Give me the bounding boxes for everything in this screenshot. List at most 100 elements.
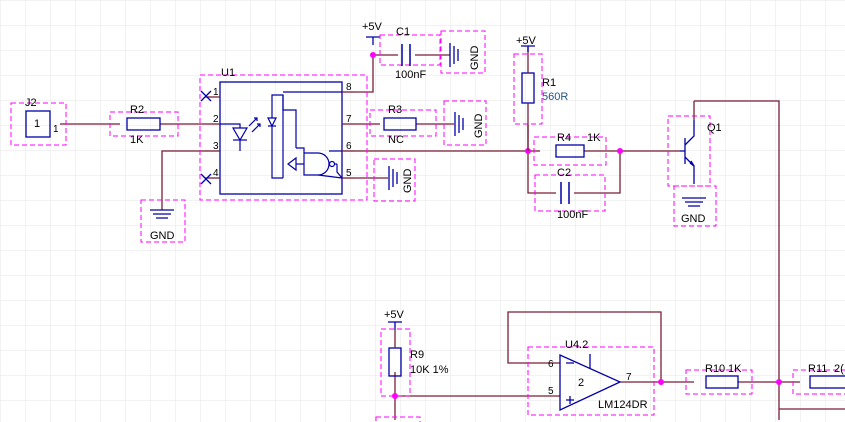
q1-transistor[interactable]: Q1	[667, 101, 722, 187]
gnd-c1-label: GND	[469, 46, 481, 71]
gnd-j2-symbol	[150, 209, 174, 219]
r4-ref: R4	[557, 132, 571, 144]
u1-optocoupler[interactable]: U1 1 2 3 4 8 7 6 5	[199, 67, 368, 201]
pwr-r9[interactable]: +5V	[384, 309, 405, 330]
r2-resistor[interactable]: R2 1K	[109, 104, 179, 146]
j2-connector[interactable]: J2 1 1	[10, 97, 67, 146]
junction-u4-out	[658, 379, 664, 385]
u1-pin8: 8	[346, 82, 352, 93]
gnd-r3[interactable]: GND	[443, 100, 487, 146]
u4-selection-box	[527, 346, 655, 416]
gnd-c1[interactable]: GND	[440, 30, 486, 74]
gnd-j2[interactable]: GND	[140, 199, 186, 243]
gnd-q1-label: GND	[681, 213, 706, 225]
wire-u1p8-pwr[interactable]	[355, 55, 374, 93]
gnd-u1[interactable]: GND	[373, 158, 416, 202]
pwr-r1[interactable]: +5V	[516, 35, 537, 52]
r10-body	[705, 375, 739, 389]
r4-selection-box	[533, 136, 607, 166]
gnd-c1-symbol	[449, 43, 459, 67]
j2-body	[25, 110, 51, 138]
pwr-c1-symbol	[366, 36, 380, 45]
u1-pin4: 4	[213, 168, 219, 179]
r11-body	[809, 375, 845, 389]
c1-capacitor[interactable]: C1 100nF	[379, 26, 441, 81]
u1-internal	[220, 91, 343, 179]
r11-selection-box	[792, 369, 845, 395]
r3-value: NC	[388, 134, 404, 146]
u4-pin7: 7	[626, 372, 632, 383]
j2-pin-out: 1	[53, 124, 59, 135]
u1-pin1: 1	[213, 87, 219, 98]
r2-value: 1K	[130, 134, 144, 146]
r3-body	[383, 117, 417, 131]
r3-resistor[interactable]: R3 NC	[369, 104, 437, 146]
u1-pin2: 2	[213, 114, 219, 125]
wire-u1p3-gnd[interactable]	[161, 150, 205, 210]
u4-triangle	[559, 353, 622, 412]
u4-polarity-marks	[566, 362, 574, 404]
c1-ref: C1	[396, 26, 410, 38]
u1-pin5: 5	[346, 168, 352, 179]
r4-resistor[interactable]: R4 1K	[533, 132, 607, 166]
junction-r4-right	[617, 148, 623, 154]
r4-body	[555, 144, 585, 158]
c2-value: 100nF	[557, 209, 588, 221]
u1-body	[219, 81, 343, 195]
u1-selection-box	[199, 74, 368, 201]
r11-value: 2(	[834, 363, 844, 375]
gnd-u1-label: GND	[402, 169, 414, 194]
r4-value: 1K	[587, 132, 601, 144]
r11-ref: R11	[808, 363, 827, 375]
r10-value: 1K	[728, 363, 742, 375]
u4-pin6: 6	[548, 359, 554, 370]
u4-pin5: 5	[548, 386, 554, 397]
c2-capacitor[interactable]: C2 100nF	[534, 167, 606, 221]
u4-opamp[interactable]: U4.2 2 6 5 7 LM124DR	[527, 339, 655, 416]
junction-r9	[392, 393, 398, 399]
wire-q1-collector[interactable]	[694, 100, 780, 420]
j2-ref: J2	[25, 97, 37, 109]
gnd-u1-symbol	[388, 166, 398, 190]
j2-pin-number: 1	[34, 118, 40, 130]
c1-plates	[401, 44, 411, 66]
q1-ref: Q1	[707, 122, 722, 134]
gnd-q1[interactable]: GND	[673, 185, 717, 227]
gnd-u1-selection-box	[373, 158, 416, 202]
junction-c1	[370, 52, 376, 58]
pwr-r1-label: +5V	[516, 35, 537, 47]
wire-u4-feedback[interactable]	[507, 311, 662, 382]
r2-body	[126, 117, 161, 131]
r1-resistor[interactable]: R1 560R	[513, 53, 568, 125]
c2-selection-box	[534, 174, 606, 212]
pwr-r9-symbol	[388, 321, 402, 330]
c2-plates	[560, 182, 570, 204]
u1-pin3: 3	[213, 141, 219, 152]
r10-ref: R10	[705, 363, 725, 375]
r9-resistor[interactable]: R9 10K 1%	[380, 328, 449, 397]
u4-part: LM124DR	[598, 399, 648, 411]
r9-ref: R9	[410, 349, 424, 361]
c2-ref: C2	[557, 167, 571, 179]
r11-resistor[interactable]: R11 2(	[792, 363, 845, 395]
pwr-c1[interactable]: +5V	[362, 21, 383, 45]
wire-c2-right[interactable]	[574, 151, 621, 194]
pwr-r9-label: +5V	[384, 309, 405, 321]
j2-selection-box	[10, 102, 67, 146]
r3-selection-box	[369, 109, 437, 137]
gnd-q1-symbol	[682, 197, 706, 207]
u4-ref: U4.2	[565, 339, 588, 351]
gnd-r3-label: GND	[473, 114, 485, 139]
pwr-c1-label: +5V	[362, 21, 383, 33]
r1-value: 560R	[542, 91, 568, 103]
r2-selection-box	[109, 111, 179, 137]
gnd-j2-label: GND	[150, 230, 175, 242]
u1-pin7: 7	[346, 114, 352, 125]
r10-resistor[interactable]: R10 1K	[685, 363, 753, 395]
gnd-q1-selection-box	[673, 185, 717, 227]
q1-selection-box	[667, 115, 711, 187]
u1-pin6: 6	[346, 141, 352, 152]
c1-value: 100nF	[395, 69, 426, 81]
